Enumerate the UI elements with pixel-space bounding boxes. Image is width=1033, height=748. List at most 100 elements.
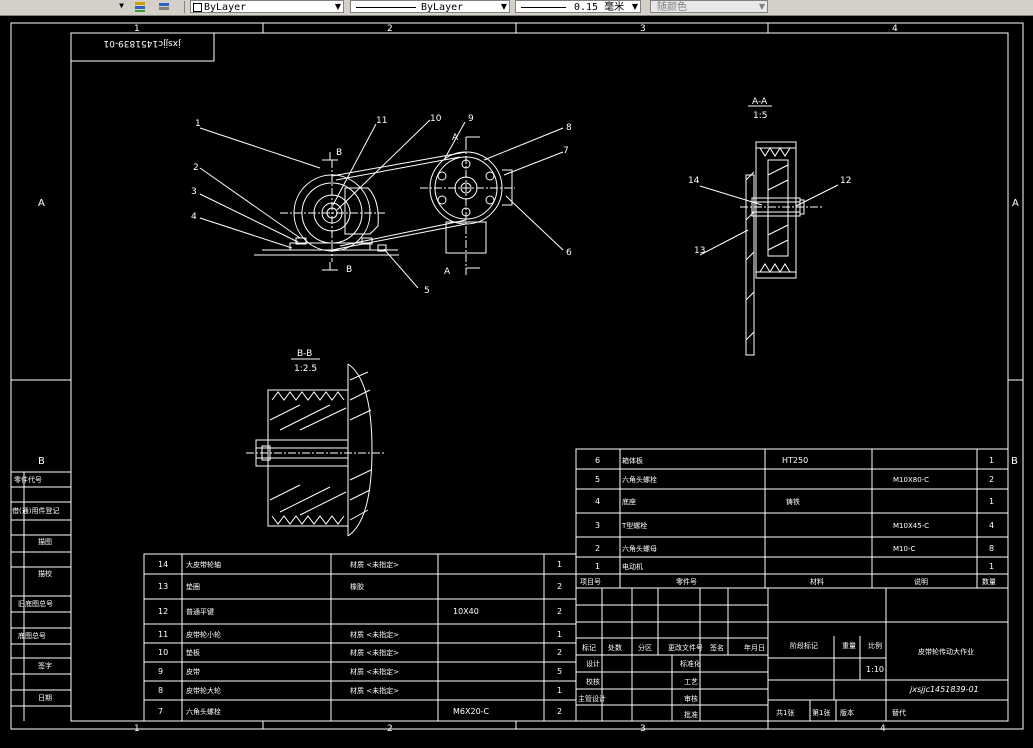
sheet-border: [10, 22, 1024, 730]
tb-weight-label: 重量: [842, 642, 856, 650]
zone-row-b-right: B: [1011, 456, 1018, 467]
lineweight-control-dropdown[interactable]: 0.15 毫米 ▼: [515, 0, 641, 13]
tb-replaces: 替代: [892, 708, 906, 717]
zone-col-3: 3: [640, 24, 646, 34]
properties-toolbar: ▼ ByLayer ▼ ByLayer ▼ 0.15 毫米 ▼ 随颜色 ▼: [0, 0, 1033, 16]
bom-upper-name: 底座: [622, 497, 636, 506]
bom-lower-material: 材质 <未指定>: [350, 686, 399, 695]
tb-stage-label: 阶段标记: [790, 641, 818, 650]
section-bb-title: B-B: [297, 349, 312, 359]
section-aa-view[interactable]: A-A 1:5: [699, 97, 839, 356]
balloon-9: 9: [468, 114, 474, 124]
linetype-preview-icon: [356, 7, 416, 8]
drawing-canvas[interactable]: 1 2 3 4 1 2 3 4 A B A B jxsjjc1451839-01…: [0, 15, 1033, 744]
tb-scale-value: 1:10: [866, 665, 884, 674]
bom-lower-name: 六角头螺栓: [186, 707, 221, 716]
zone-col-3-bottom: 3: [640, 724, 646, 734]
toolbar-left-stub: ▼: [0, 0, 128, 13]
layer-stack-icon[interactable]: [133, 0, 147, 13]
bom-lower-name: 皮带: [186, 667, 200, 676]
tb-row-design: 设计: [586, 659, 600, 668]
bom-upper-spec: 铸铁: [786, 497, 800, 506]
cut-label-a-top: A: [452, 133, 459, 143]
bom-lower-material: 材质 <未指定>: [350, 667, 399, 676]
tb-header-mark: 标记: [582, 643, 596, 652]
chevron-down-icon[interactable]: ▼: [334, 2, 341, 11]
bom-header-qty: 数量: [982, 577, 996, 586]
balloon-12: 12: [840, 176, 851, 186]
bom-lower-no: 10: [158, 648, 168, 657]
bom-upper-no: 3: [595, 521, 600, 530]
bom-lower-qty: 2: [557, 607, 562, 616]
bom-lower-name: 普通平键: [186, 607, 214, 616]
stamp-box: jxsjjc1451839-01: [70, 32, 215, 62]
tb-row-check: 校核: [586, 677, 600, 686]
bom-lower-no: 12: [158, 607, 168, 616]
bom-lower-spec: M6X20-C: [453, 707, 490, 716]
bom-upper-name: 六角头螺母: [622, 544, 657, 553]
bom-upper-no: 6: [595, 456, 600, 465]
linetype-control-dropdown[interactable]: ByLayer ▼: [350, 0, 510, 13]
chevron-down-icon[interactable]: ▼: [119, 1, 124, 10]
zone-row-a-right: A: [1012, 198, 1019, 209]
tb-scale-label: 比例: [868, 641, 882, 650]
toolbar-separator: [184, 1, 185, 13]
bom-lower-name: 大皮带轮轴: [186, 560, 221, 569]
tb-header-sign: 签名: [710, 643, 724, 652]
plotstyle-control-dropdown[interactable]: 随颜色 ▼: [650, 0, 768, 13]
stamp-text: jxsjjc1451839-01: [103, 38, 181, 48]
bom-header-material: 材料: [810, 577, 824, 586]
bom-upper-qty: 4: [989, 521, 994, 530]
section-aa-scale: 1:5: [753, 111, 767, 121]
zone-col-4-bottom: 4: [880, 724, 886, 734]
bom-upper-no: 5: [595, 475, 600, 484]
bom-upper-qty: 1: [989, 456, 994, 465]
tb-version: 版本: [840, 708, 854, 717]
bom-lower-qty: 1: [557, 686, 562, 695]
chevron-down-icon[interactable]: ▼: [500, 2, 507, 11]
bom-lower-qty: 2: [557, 707, 562, 716]
balloon-1: 1: [195, 119, 201, 129]
tb-drawing-name: 皮带轮传动大作业: [918, 647, 974, 656]
bom-lower-name: 皮带轮大轮: [186, 686, 221, 695]
drawing-svg: 1 2 3 4 1 2 3 4 A B A B jxsjjc1451839-01…: [10, 22, 1024, 734]
bom-upper-name: 六角头螺栓: [622, 475, 657, 484]
bom-upper-no: 4: [595, 497, 600, 506]
tb-std-review: 审核: [684, 694, 698, 703]
section-aa-title: A-A: [752, 97, 768, 107]
tb-header-zone: 分区: [638, 643, 652, 652]
tb-header-date: 年月日: [744, 643, 765, 652]
balloon-3: 3: [191, 187, 197, 197]
bom-upper-grid: [575, 448, 1009, 589]
section-bb-view[interactable]: B-B 1:2.5: [246, 349, 386, 537]
tb-row-lead: 主管设计: [578, 694, 606, 703]
bom-upper-qty: 1: [989, 562, 994, 571]
balloon-11: 11: [376, 116, 387, 126]
bom-upper-name: 箱体板: [622, 456, 643, 465]
color-control-dropdown[interactable]: ByLayer ▼: [190, 0, 344, 13]
layer-previous-icon[interactable]: [157, 0, 171, 13]
balloon-4: 4: [191, 212, 197, 222]
balloon-7: 7: [563, 146, 569, 156]
bom-upper-qty: 1: [989, 497, 994, 506]
bom-header-note: 说明: [914, 577, 928, 586]
side-label-borrowed: 借(通)用件登记: [12, 506, 59, 515]
main-assembly-view[interactable]: [199, 119, 564, 289]
bom-lower-name: 皮带轮小轮: [186, 630, 221, 639]
bom-lower-no: 11: [158, 630, 168, 639]
bom-lower-spec: 10X40: [453, 607, 479, 616]
bom-lower-no: 9: [158, 667, 163, 676]
chevron-down-icon[interactable]: ▼: [758, 2, 765, 11]
tb-sheet-no: 第1张: [812, 708, 830, 717]
tb-sheet-total: 共1张: [776, 708, 794, 717]
bom-lower-grid: [143, 553, 577, 722]
chevron-down-icon[interactable]: ▼: [631, 2, 638, 11]
zone-row-b: B: [38, 456, 45, 467]
balloon-14: 14: [688, 176, 700, 186]
side-label-old-base: 旧底图总号: [18, 599, 53, 608]
bom-upper-code: HT250: [782, 456, 808, 465]
balloon-5: 5: [424, 286, 430, 296]
side-strip: [11, 471, 71, 721]
bom-lower-no: 8: [158, 686, 163, 695]
balloon-10: 10: [430, 114, 442, 124]
